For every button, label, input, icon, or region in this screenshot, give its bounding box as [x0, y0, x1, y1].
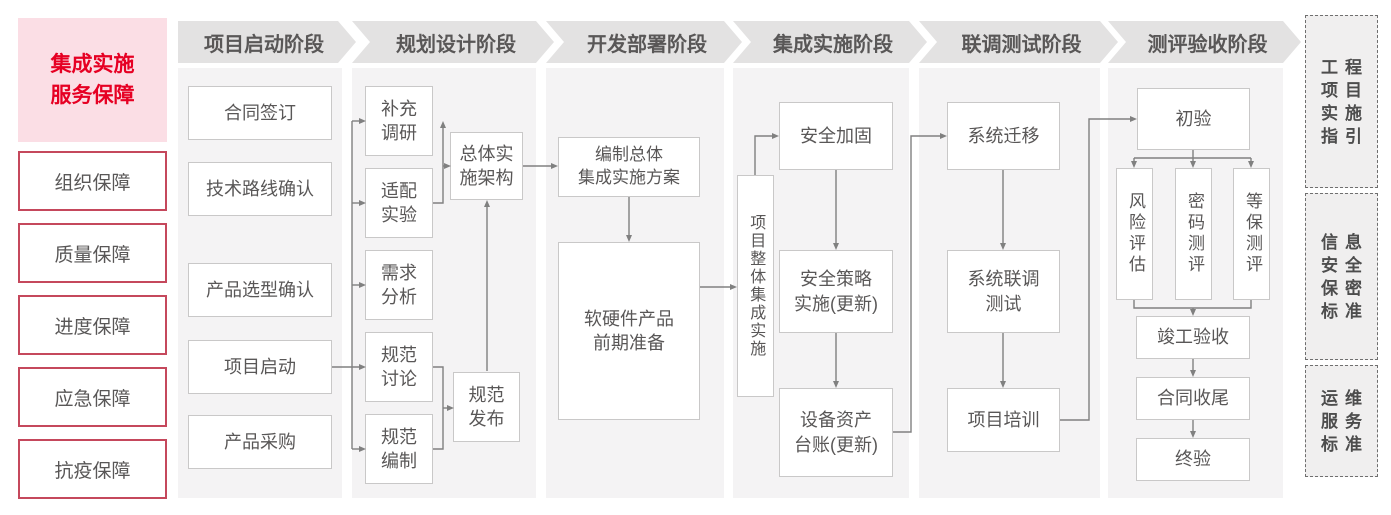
phase-header-project-kickoff: 项目启动阶段 — [178, 21, 356, 63]
node-requirement-analysis: 需求 分析 — [365, 250, 433, 320]
phase-header-joint-debug-test: 联调测试阶段 — [919, 21, 1118, 63]
node-risk-assessment: 风险评估 — [1116, 168, 1153, 300]
node-initial-acceptance: 初验 — [1137, 88, 1250, 150]
node-spec-compilation: 规范 编制 — [365, 414, 433, 484]
node-compile-overall-plan: 编制总体 集成实施方案 — [558, 137, 700, 197]
node-spec-release: 规范 发布 — [453, 372, 520, 442]
phase-header-integration-impl: 集成实施阶段 — [733, 21, 927, 63]
node-security-hardening: 安全加固 — [779, 102, 893, 170]
phase-header-develop-deploy: 开发部署阶段 — [546, 21, 742, 63]
standard-om-service: 运维 服务 标准 — [1305, 365, 1378, 477]
phase-header-evaluation-acceptance: 测评验收阶段 — [1108, 21, 1301, 63]
node-system-joint-debug-test: 系统联调 测试 — [947, 250, 1060, 333]
standard-infosec-confidentiality: 信息 安全 保密 标准 — [1305, 193, 1378, 360]
sidebar-title: 集成实施 服务保障 — [18, 18, 167, 142]
node-project-training: 项目培训 — [947, 388, 1060, 452]
node-project-kickoff: 项目启动 — [188, 340, 332, 394]
sidebar-item-schedule-guarantee: 进度保障 — [18, 295, 167, 355]
node-final-acceptance: 终验 — [1136, 438, 1250, 481]
node-spec-discussion: 规范 讨论 — [365, 332, 433, 402]
sidebar-item-organization-guarantee: 组织保障 — [18, 151, 167, 211]
node-adaptation-test: 适配 实验 — [365, 168, 433, 238]
node-completion-acceptance: 竣工验收 — [1136, 316, 1250, 359]
node-product-selection-confirm: 产品选型确认 — [188, 263, 332, 317]
node-system-migration: 系统迁移 — [947, 102, 1060, 170]
sidebar-item-emergency-guarantee: 应急保障 — [18, 367, 167, 427]
node-contract-closure: 合同收尾 — [1136, 377, 1250, 420]
node-classified-protection-evaluation: 等保测评 — [1233, 168, 1270, 300]
node-tech-route-confirm: 技术路线确认 — [188, 162, 332, 216]
node-asset-ledger-update: 设备资产 台账(更新) — [779, 388, 893, 477]
node-overall-impl-architecture: 总体实 施架构 — [450, 132, 523, 200]
phase-header-planning-design: 规划设计阶段 — [352, 21, 554, 63]
node-contract-signing: 合同签订 — [188, 86, 332, 140]
node-hw-sw-preparation: 软硬件产品 前期准备 — [558, 242, 700, 420]
node-security-policy-impl: 安全策略 实施(更新) — [779, 250, 893, 333]
node-overall-integration-impl: 项目整体集成实施 — [737, 175, 774, 397]
node-product-procurement: 产品采购 — [188, 415, 332, 469]
standard-project-impl-guide: 工程 项目 实施 指引 — [1305, 15, 1378, 188]
sidebar-item-epidemic-guarantee: 抗疫保障 — [18, 439, 167, 499]
node-crypto-evaluation: 密码测评 — [1175, 168, 1212, 300]
sidebar-item-quality-guarantee: 质量保障 — [18, 223, 167, 283]
node-supplementary-research: 补充 调研 — [365, 86, 433, 156]
